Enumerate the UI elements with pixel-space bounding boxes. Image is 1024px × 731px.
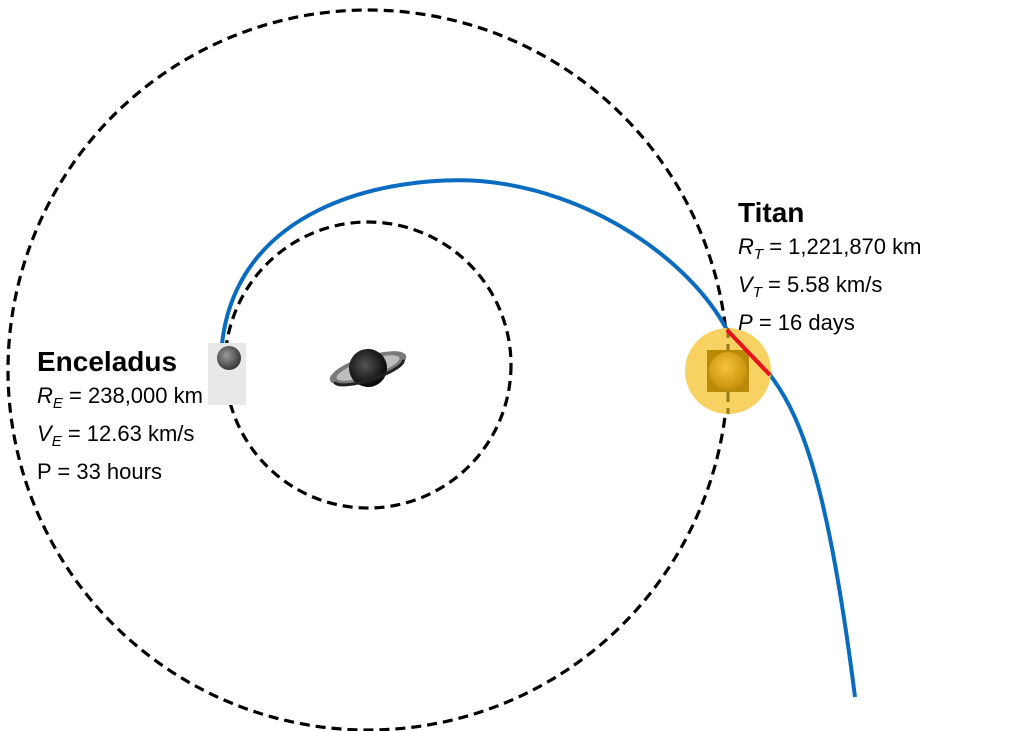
titan-period-value: = 16 days [758,310,855,335]
enceladus-radius: RE = 238,000 km [37,381,203,419]
enceladus-velocity: VE = 12.63 km/s [37,419,203,457]
enceladus-moon-icon [217,346,241,370]
enceladus-radius-value: = 238,000 km [69,383,203,408]
titan-name: Titan [738,197,805,228]
titan-velocity: VT = 5.58 km/s [738,270,921,308]
enceladus-info: Enceladus RE = 238,000 km VE = 12.63 km/… [37,346,203,487]
titan-info: Titan RT = 1,221,870 km VT = 5.58 km/s P… [738,197,921,338]
titan-radius-subscript: T [753,246,764,263]
flyby-segment [725,328,772,377]
titan-moon-icon [707,350,749,392]
titan-radius-value: = 1,221,870 km [769,234,922,259]
titan-velocity-value: = 5.58 km/s [767,272,883,297]
transfer-trajectory [219,178,857,698]
enceladus-radius-symbol: R [37,383,53,408]
titan-period: P = 16 days [738,308,921,338]
titan-period-symbol: P [738,310,753,335]
enceladus-velocity-value: = 12.63 km/s [67,421,195,446]
titan-radius-symbol: R [738,234,754,259]
enceladus-name: Enceladus [37,346,178,377]
enceladus-velocity-symbol: V [37,421,52,446]
enceladus-period: P = 33 hours [37,459,162,484]
titan-velocity-subscript: T [752,284,762,301]
saturn-icon [329,349,407,387]
enceladus-velocity-subscript: E [51,433,62,450]
enceladus-radius-subscript: E [52,395,63,412]
titan-radius: RT = 1,221,870 km [738,232,921,270]
titan-velocity-symbol: V [738,272,753,297]
